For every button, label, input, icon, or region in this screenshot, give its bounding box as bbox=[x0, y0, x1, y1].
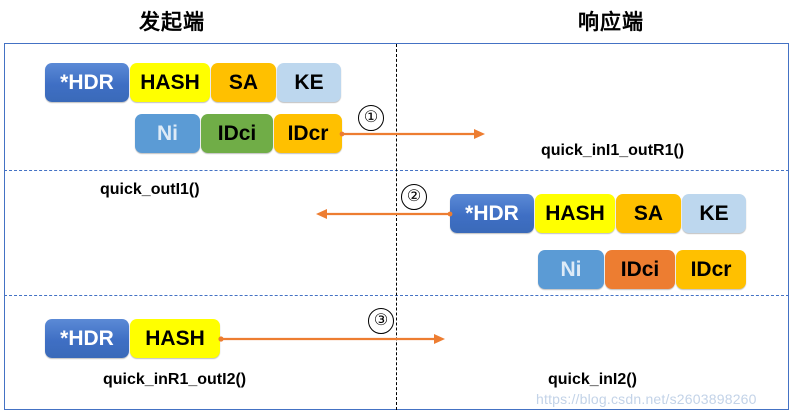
api-label-responder-row1: quick_inI1_outR1() bbox=[541, 142, 685, 159]
message-arrow-1 bbox=[339, 128, 486, 140]
packet-block-ni-row1: Ni bbox=[135, 114, 200, 153]
packet-block-idcr-row1: IDcr bbox=[274, 114, 342, 153]
step-number-3: ③ bbox=[368, 308, 394, 334]
packet-block-hash-row3: HASH bbox=[130, 319, 220, 358]
column-title-responder: 响应端 bbox=[578, 10, 644, 34]
packet-block-idci-row2: IDci bbox=[605, 250, 675, 289]
packet-block-hdr-row3: *HDR bbox=[45, 319, 129, 358]
step-number-2: ② bbox=[401, 184, 427, 210]
packet-block-hdr-row2: *HDR bbox=[450, 194, 534, 233]
api-label-initiator-row3: quick_inR1_outI2() bbox=[103, 371, 247, 388]
packet-block-hash-row2: HASH bbox=[535, 194, 615, 233]
center-divider bbox=[396, 44, 397, 410]
step-number-1: ① bbox=[358, 105, 384, 131]
api-label-initiator-row2: quick_outI1() bbox=[100, 181, 200, 198]
watermark-text: https://blog.csdn.net/s2603898260 bbox=[536, 391, 757, 407]
packet-block-idcr-row2: IDcr bbox=[676, 250, 746, 289]
packet-block-hdr-row1: *HDR bbox=[45, 63, 129, 102]
packet-block-idci-row1: IDci bbox=[201, 114, 273, 153]
api-label-responder-row3: quick_inI2() bbox=[548, 371, 637, 388]
message-arrow-3 bbox=[218, 333, 446, 345]
packet-block-ke-row1: KE bbox=[277, 63, 341, 102]
message-arrow-2 bbox=[316, 208, 453, 220]
packet-block-hash-row1: HASH bbox=[130, 63, 210, 102]
packet-block-sa-row2: SA bbox=[616, 194, 681, 233]
packet-block-ke-row2: KE bbox=[682, 194, 746, 233]
packet-block-sa-row1: SA bbox=[211, 63, 276, 102]
column-title-initiator: 发起端 bbox=[139, 10, 205, 34]
packet-block-ni-row2: Ni bbox=[538, 250, 604, 289]
